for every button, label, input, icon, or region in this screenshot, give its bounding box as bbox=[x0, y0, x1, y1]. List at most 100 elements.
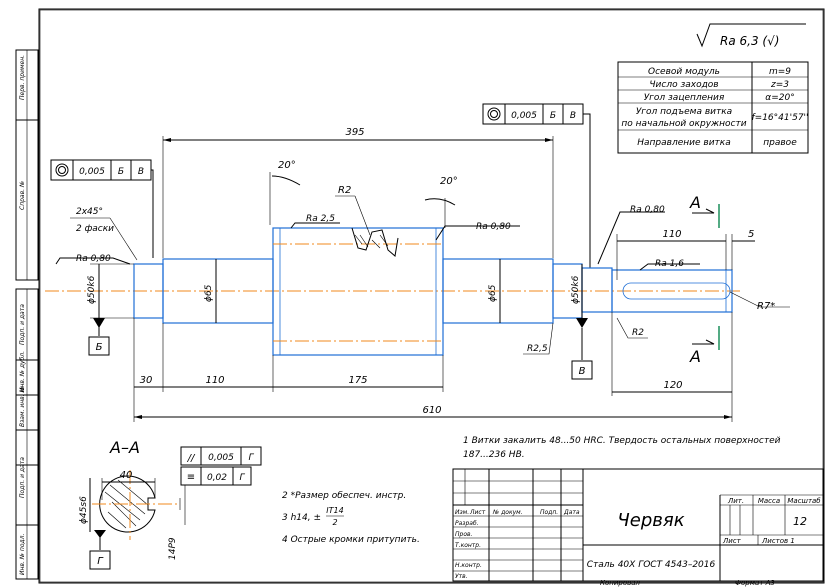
dim-175: 175 bbox=[348, 375, 367, 386]
chamfer-count-note: 2 фаски bbox=[76, 224, 114, 234]
title-row-label: Дата bbox=[563, 509, 580, 516]
param-value: m=9 bbox=[769, 67, 791, 77]
stamp-cell-label: Подп. и дата bbox=[19, 304, 26, 345]
dim-phi-65-left: ϕ65 bbox=[204, 284, 214, 302]
runout-symbol-icon bbox=[55, 163, 69, 177]
title-head-scale: Масштаб bbox=[787, 497, 821, 505]
runout-tolerance-frame-right: 0,005 Б В bbox=[482, 103, 591, 268]
title-row-label: № докум. bbox=[492, 509, 523, 516]
drawing-frame bbox=[38, 8, 825, 584]
dim-30: 30 bbox=[140, 375, 153, 386]
tolerance-value: 0,005 bbox=[511, 111, 537, 121]
dim-110: 110 bbox=[205, 375, 224, 386]
dim-r7: R7* bbox=[757, 301, 775, 312]
base-v-label: В bbox=[579, 366, 586, 377]
part-name: Червяк bbox=[617, 510, 684, 531]
dim-610: 610 bbox=[422, 405, 441, 416]
param-label: по начальной окружности bbox=[621, 119, 746, 129]
technical-notes: 1 Витки закалить 48...50 HRC. Твердость … bbox=[282, 436, 781, 545]
dim-r25: R2,5 bbox=[527, 344, 548, 354]
dim-phi-50k6-right: ϕ50k6 bbox=[571, 275, 581, 304]
title-row-label: Лист bbox=[469, 509, 486, 516]
note-1-line-2: 187...236 HB. bbox=[463, 450, 525, 460]
stamp-cell-label: Подп. и дата bbox=[19, 457, 26, 498]
tolerance-value: 0,005 bbox=[79, 167, 105, 177]
section-a-top-label: A bbox=[689, 193, 701, 212]
shaft-cross-section bbox=[99, 475, 156, 533]
dim-phi-45s6: ϕ45s6 bbox=[79, 496, 89, 524]
keyway-slot bbox=[622, 282, 731, 300]
param-value: правое bbox=[763, 138, 797, 148]
tolerance-base: В bbox=[570, 111, 576, 121]
param-label: Угол зацепления bbox=[644, 93, 725, 103]
dim-110-keyway: 110 bbox=[662, 229, 681, 240]
base-b-label: Б bbox=[96, 342, 103, 353]
title-row-label: Утв. bbox=[455, 573, 468, 580]
stamp-cell-label: Инв. № подл. bbox=[19, 534, 26, 575]
note-3: 3 h14, ± bbox=[282, 513, 321, 523]
dim-40: 40 bbox=[120, 470, 133, 481]
section-a-a-title: A–A bbox=[109, 438, 140, 457]
dim-5: 5 bbox=[748, 229, 754, 240]
stamp-cell-label: Справ. № bbox=[19, 181, 26, 210]
dim-r2-right: R2 bbox=[632, 328, 644, 338]
title-scale-value: 12 bbox=[793, 515, 807, 528]
tolerance-base: Б bbox=[550, 111, 556, 121]
title-sheet-label: Лист bbox=[722, 537, 742, 545]
title-block: Лит. Масса Масштаб 12 Лист Листов 1 Черв… bbox=[452, 468, 824, 582]
roughness-ra080-left: Ra 0,80 bbox=[76, 254, 111, 264]
param-label: Число заходов bbox=[649, 80, 718, 90]
worm-parameters-table: Осевой модуль m=9 Число заходов z=3 Угол… bbox=[617, 61, 809, 154]
part-material: Сталь 40Х ГОСТ 4543–2016 bbox=[587, 560, 716, 570]
tolerance-base: Б bbox=[118, 167, 124, 177]
title-sheets-label: Листов 1 bbox=[761, 537, 795, 545]
left-margin-stamp: Перв. примен. Справ. № Подп. и дата Инв.… bbox=[15, 49, 39, 580]
base-g-label: Г bbox=[97, 556, 104, 567]
section-a-bottom-label: A bbox=[689, 347, 701, 366]
dim-phi-50k6-left: ϕ50k6 bbox=[87, 275, 97, 304]
dim-r2-top: R2 bbox=[338, 185, 351, 196]
dim-120: 120 bbox=[663, 380, 682, 391]
runout-tolerance-frame-left: 0,005 Б В bbox=[50, 159, 154, 258]
roughness-ra080-middle: Ra 0,80 bbox=[476, 222, 511, 232]
tolerance-base: В bbox=[138, 167, 144, 177]
shaft-end-section bbox=[581, 267, 613, 313]
general-roughness-mark: Ra 6,3 (√) bbox=[696, 23, 806, 48]
title-row-label: Т.контр. bbox=[455, 542, 481, 549]
stamp-cell-label: Взам. инв. № bbox=[19, 386, 26, 427]
symmetry-value: 0,02 bbox=[207, 473, 227, 483]
format-label: Формат А3 bbox=[735, 579, 775, 587]
stamp-cell-label: Перв. примен. bbox=[19, 55, 26, 100]
param-label: Направление витка bbox=[637, 138, 730, 148]
stamp-cell-label: Инв. № дубл. bbox=[19, 351, 26, 392]
title-row-label: Изм. bbox=[455, 509, 469, 516]
note-2: 2 *Размер обеспеч. инстр. bbox=[282, 491, 406, 501]
param-value: z=3 bbox=[770, 80, 789, 90]
title-row-label: Подп. bbox=[540, 509, 558, 516]
copied-label: Копировал bbox=[600, 579, 641, 587]
title-row-label: Н.контр. bbox=[455, 562, 482, 569]
parallelism-base: Г bbox=[248, 453, 254, 463]
parallelism-symbol-icon: // bbox=[187, 453, 196, 464]
param-label: Осевой модуль bbox=[648, 67, 720, 77]
dim-angle-20-left: 20° bbox=[278, 160, 296, 171]
dim-phi-65-right: ϕ65 bbox=[488, 284, 498, 302]
note-3-fraction-num: IT14 bbox=[326, 506, 343, 515]
symmetry-symbol-icon: ≡ bbox=[187, 472, 195, 483]
parallelism-value: 0,005 bbox=[208, 453, 234, 463]
dim-angle-20-right: 20° bbox=[440, 176, 458, 187]
chamfer-note: 2x45° bbox=[76, 207, 103, 217]
note-4: 4 Острые кромки притупить. bbox=[282, 535, 420, 545]
param-value: f=16°41'57'' bbox=[752, 113, 809, 123]
title-head-lit: Лит. bbox=[727, 497, 744, 505]
title-row-label: Пров. bbox=[455, 531, 473, 538]
note-3-fraction-den: 2 bbox=[332, 518, 337, 527]
note-1-line-1: 1 Витки закалить 48...50 HRC. Твердость … bbox=[463, 436, 781, 446]
roughness-ra080-right: Ra 0,80 bbox=[630, 205, 665, 215]
roughness-ra16: Ra 1,6 bbox=[655, 259, 684, 269]
param-value: α=20° bbox=[765, 93, 794, 103]
param-label: Угол подъема витка bbox=[636, 107, 732, 117]
roughness-ra25: Ra 2,5 bbox=[306, 214, 335, 224]
dim-395: 395 bbox=[345, 127, 364, 138]
thread-profile-cutout bbox=[351, 227, 399, 257]
